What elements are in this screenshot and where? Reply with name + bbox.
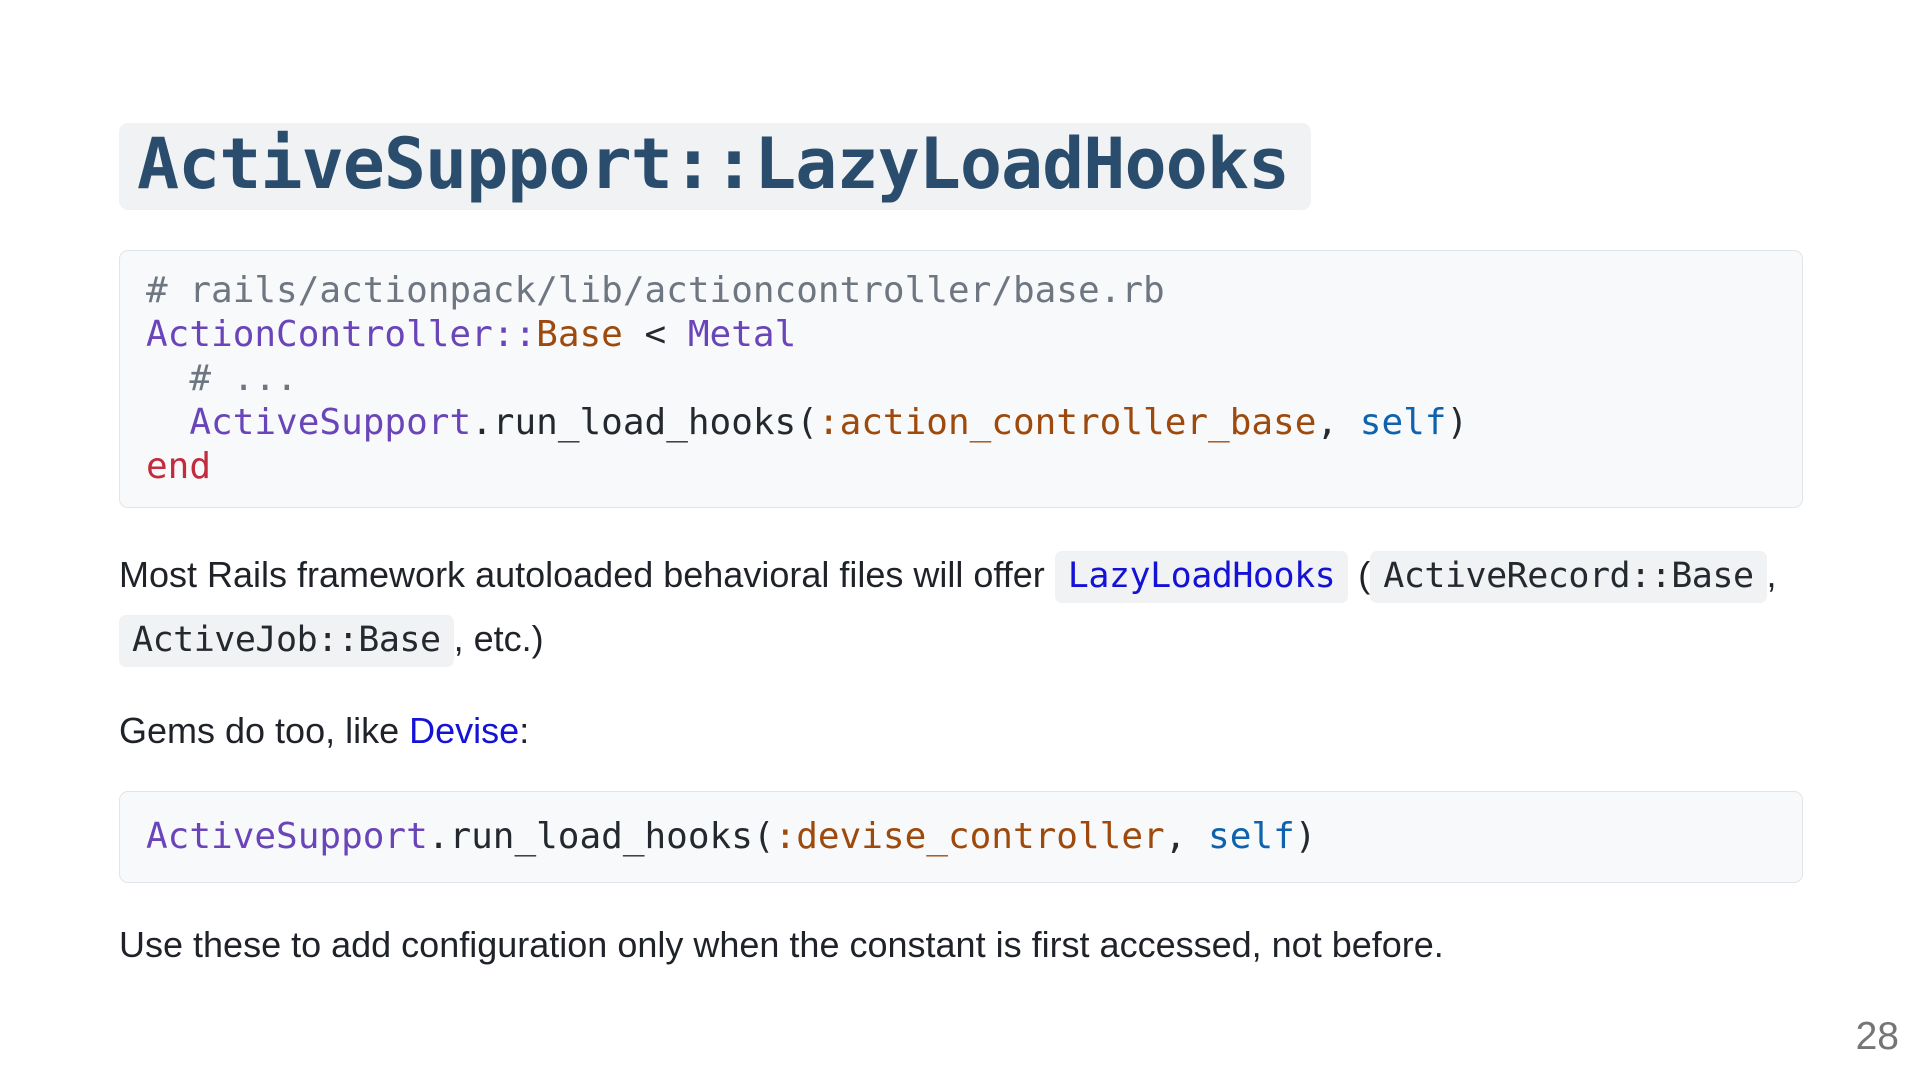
code-token: ) (1446, 402, 1469, 443)
code-token: < (622, 314, 688, 355)
code-block-rails-base: # rails/actionpack/lib/actioncontroller/… (119, 250, 1803, 508)
paragraph-usage: Use these to add configuration only when… (119, 913, 1803, 977)
code-token: # ... (146, 358, 298, 399)
code-line: ActiveSupport.run_load_hooks(:action_con… (146, 401, 1776, 445)
code-line: ActionController::Base < Metal (146, 313, 1776, 357)
code-token: Metal (687, 314, 797, 355)
paragraph-usage-text: Use these to add configuration only when… (119, 924, 1444, 965)
paragraph-gems: Gems do too, like Devise: (119, 699, 1803, 763)
code-token: # rails/actionpack/lib/actioncontroller/… (146, 270, 1165, 311)
paren-chip-group: (ActiveRecord::Base (1358, 551, 1767, 604)
code-token: ActionController (146, 314, 493, 355)
page-number: 28 (1855, 1015, 1899, 1058)
code-token: .run_load_hooks( (471, 402, 818, 443)
paragraph-intro-tail: , etc.) (453, 618, 544, 659)
activejob-base-code: ActiveJob::Base (119, 615, 454, 668)
code-token: self (1208, 816, 1295, 857)
code-token: ) (1294, 816, 1317, 857)
code-line: ActiveSupport.run_load_hooks(:devise_con… (146, 815, 1776, 859)
code-token: :: (492, 314, 537, 355)
code-block-devise: ActiveSupport.run_load_hooks(:devise_con… (119, 791, 1803, 883)
code-line: # ... (146, 357, 1776, 401)
code-token: self (1359, 402, 1447, 443)
code-token: :devise_controller (774, 816, 1165, 857)
code-token: ActiveSupport (189, 402, 472, 443)
paragraph-intro-text: Most Rails framework autoloaded behavior… (119, 554, 1045, 595)
paragraph-gems-text: Gems do too, like (119, 710, 400, 751)
activerecord-base-code: ActiveRecord::Base (1370, 551, 1767, 604)
code-token: .run_load_hooks( (427, 816, 775, 857)
code-token: , (1164, 816, 1209, 857)
code-line: # rails/actionpack/lib/actioncontroller/… (146, 269, 1776, 313)
slide-title: ActiveSupport::LazyLoadHooks (119, 123, 1803, 210)
slide-content: ActiveSupport::LazyLoadHooks # rails/act… (119, 123, 1803, 1005)
devise-link[interactable]: Devise (409, 710, 520, 751)
paragraph-gems-tail: : (519, 710, 530, 751)
code-token: :action_controller_base (817, 402, 1317, 443)
code-line: end (146, 445, 1776, 489)
code-token: , (1316, 402, 1360, 443)
code-token: end (146, 446, 212, 487)
paragraph-intro: Most Rails framework autoloaded behavior… (119, 543, 1803, 671)
comma-separator: , (1766, 554, 1777, 595)
title-code: ActiveSupport::LazyLoadHooks (119, 123, 1312, 210)
code-token: ActiveSupport (146, 816, 428, 857)
code-token: Base (536, 314, 623, 355)
lazyloadhooks-code-link[interactable]: LazyLoadHooks (1054, 551, 1349, 604)
code-token (146, 402, 189, 443)
paren-open: ( (1358, 554, 1371, 595)
